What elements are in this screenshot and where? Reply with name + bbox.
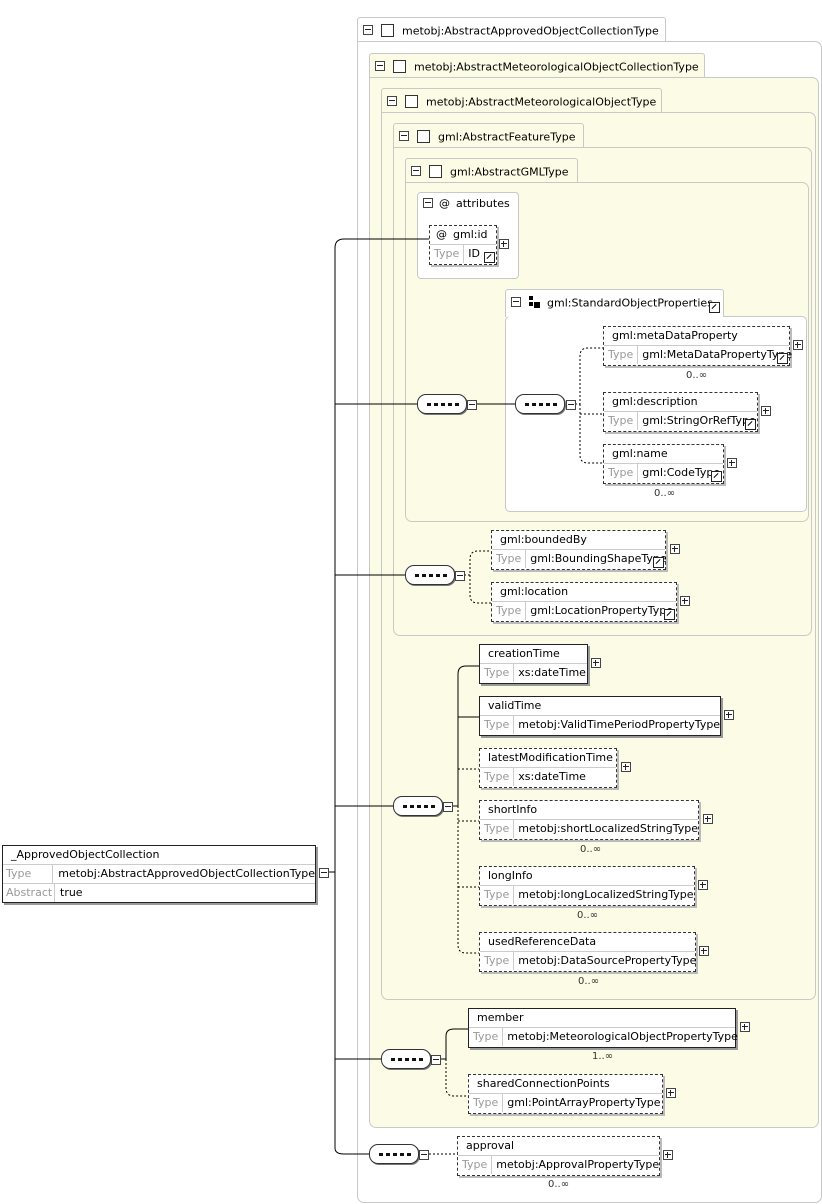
type-link-icon[interactable] bbox=[777, 353, 788, 364]
expand-icon[interactable] bbox=[703, 814, 713, 824]
expand-icon[interactable] bbox=[727, 458, 737, 468]
attributes-header[interactable]: @attributes bbox=[418, 197, 510, 210]
expand-icon[interactable] bbox=[761, 406, 771, 416]
sequence-compositor[interactable] bbox=[417, 394, 467, 414]
cardinality: 1..∞ bbox=[592, 1051, 614, 1062]
group-tab-standard-object-properties[interactable]: gml:StandardObjectProperties bbox=[505, 289, 724, 317]
expand-icon[interactable] bbox=[663, 1150, 673, 1160]
expand-icon[interactable] bbox=[499, 239, 509, 249]
expand-icon[interactable] bbox=[670, 544, 680, 554]
sequence-compositor[interactable] bbox=[393, 796, 443, 816]
type-tab-met-object[interactable]: metobj:AbstractMeteorologicalObjectType bbox=[381, 88, 662, 113]
collapse-icon[interactable] bbox=[566, 400, 576, 410]
collapse-icon[interactable] bbox=[467, 400, 477, 410]
type-tab-feature[interactable]: gml:AbstractFeatureType bbox=[393, 123, 584, 148]
collapse-icon[interactable] bbox=[419, 1150, 429, 1160]
cardinality: 0..∞ bbox=[654, 488, 676, 499]
expand-icon[interactable] bbox=[699, 946, 709, 956]
collapse-icon[interactable] bbox=[319, 868, 329, 878]
cardinality: 0..∞ bbox=[548, 1179, 570, 1190]
collapse-icon[interactable] bbox=[375, 61, 385, 71]
expand-icon[interactable] bbox=[591, 658, 601, 668]
sequence-compositor[interactable] bbox=[369, 1144, 419, 1164]
collapse-icon[interactable] bbox=[443, 802, 453, 812]
type-link-icon[interactable] bbox=[653, 557, 664, 568]
expand-icon[interactable] bbox=[621, 762, 631, 772]
type-link-icon[interactable] bbox=[664, 609, 675, 620]
expand-icon[interactable] bbox=[698, 880, 708, 890]
collapse-icon[interactable] bbox=[363, 25, 373, 35]
collapse-icon[interactable] bbox=[511, 297, 521, 307]
group-icon bbox=[529, 296, 541, 308]
type-link-icon[interactable] bbox=[484, 252, 495, 263]
expand-icon[interactable] bbox=[680, 596, 690, 606]
type-link-icon[interactable] bbox=[745, 419, 756, 430]
expand-icon[interactable] bbox=[666, 1088, 676, 1098]
cardinality: 0..∞ bbox=[577, 910, 599, 921]
type-link-icon[interactable] bbox=[709, 302, 720, 313]
cardinality: 0..∞ bbox=[686, 370, 708, 381]
collapse-icon[interactable] bbox=[399, 131, 409, 141]
type-link-icon[interactable] bbox=[711, 471, 722, 482]
collapse-icon[interactable] bbox=[431, 1055, 441, 1065]
type-icon bbox=[429, 164, 442, 178]
type-icon bbox=[381, 23, 394, 37]
expand-icon[interactable] bbox=[740, 1022, 750, 1032]
sequence-compositor[interactable] bbox=[405, 565, 455, 585]
type-tab-approved-collection[interactable]: metobj:AbstractApprovedObjectCollectionT… bbox=[357, 17, 666, 42]
cardinality: 0..∞ bbox=[580, 844, 602, 855]
expand-icon[interactable] bbox=[724, 710, 734, 720]
type-icon bbox=[417, 129, 430, 143]
type-icon bbox=[393, 59, 406, 73]
expand-icon[interactable] bbox=[793, 340, 803, 350]
collapse-icon[interactable] bbox=[387, 96, 397, 106]
collapse-icon[interactable] bbox=[455, 571, 465, 581]
type-icon bbox=[405, 94, 418, 108]
cardinality: 0..∞ bbox=[578, 976, 600, 987]
type-tab-gml[interactable]: gml:AbstractGMLType bbox=[405, 158, 578, 183]
collapse-icon[interactable] bbox=[423, 198, 433, 208]
collapse-icon[interactable] bbox=[411, 166, 421, 176]
sequence-compositor[interactable] bbox=[381, 1049, 431, 1069]
sequence-compositor[interactable] bbox=[515, 394, 565, 414]
type-tab-met-collection[interactable]: metobj:AbstractMeteorologicalObjectColle… bbox=[369, 53, 705, 78]
